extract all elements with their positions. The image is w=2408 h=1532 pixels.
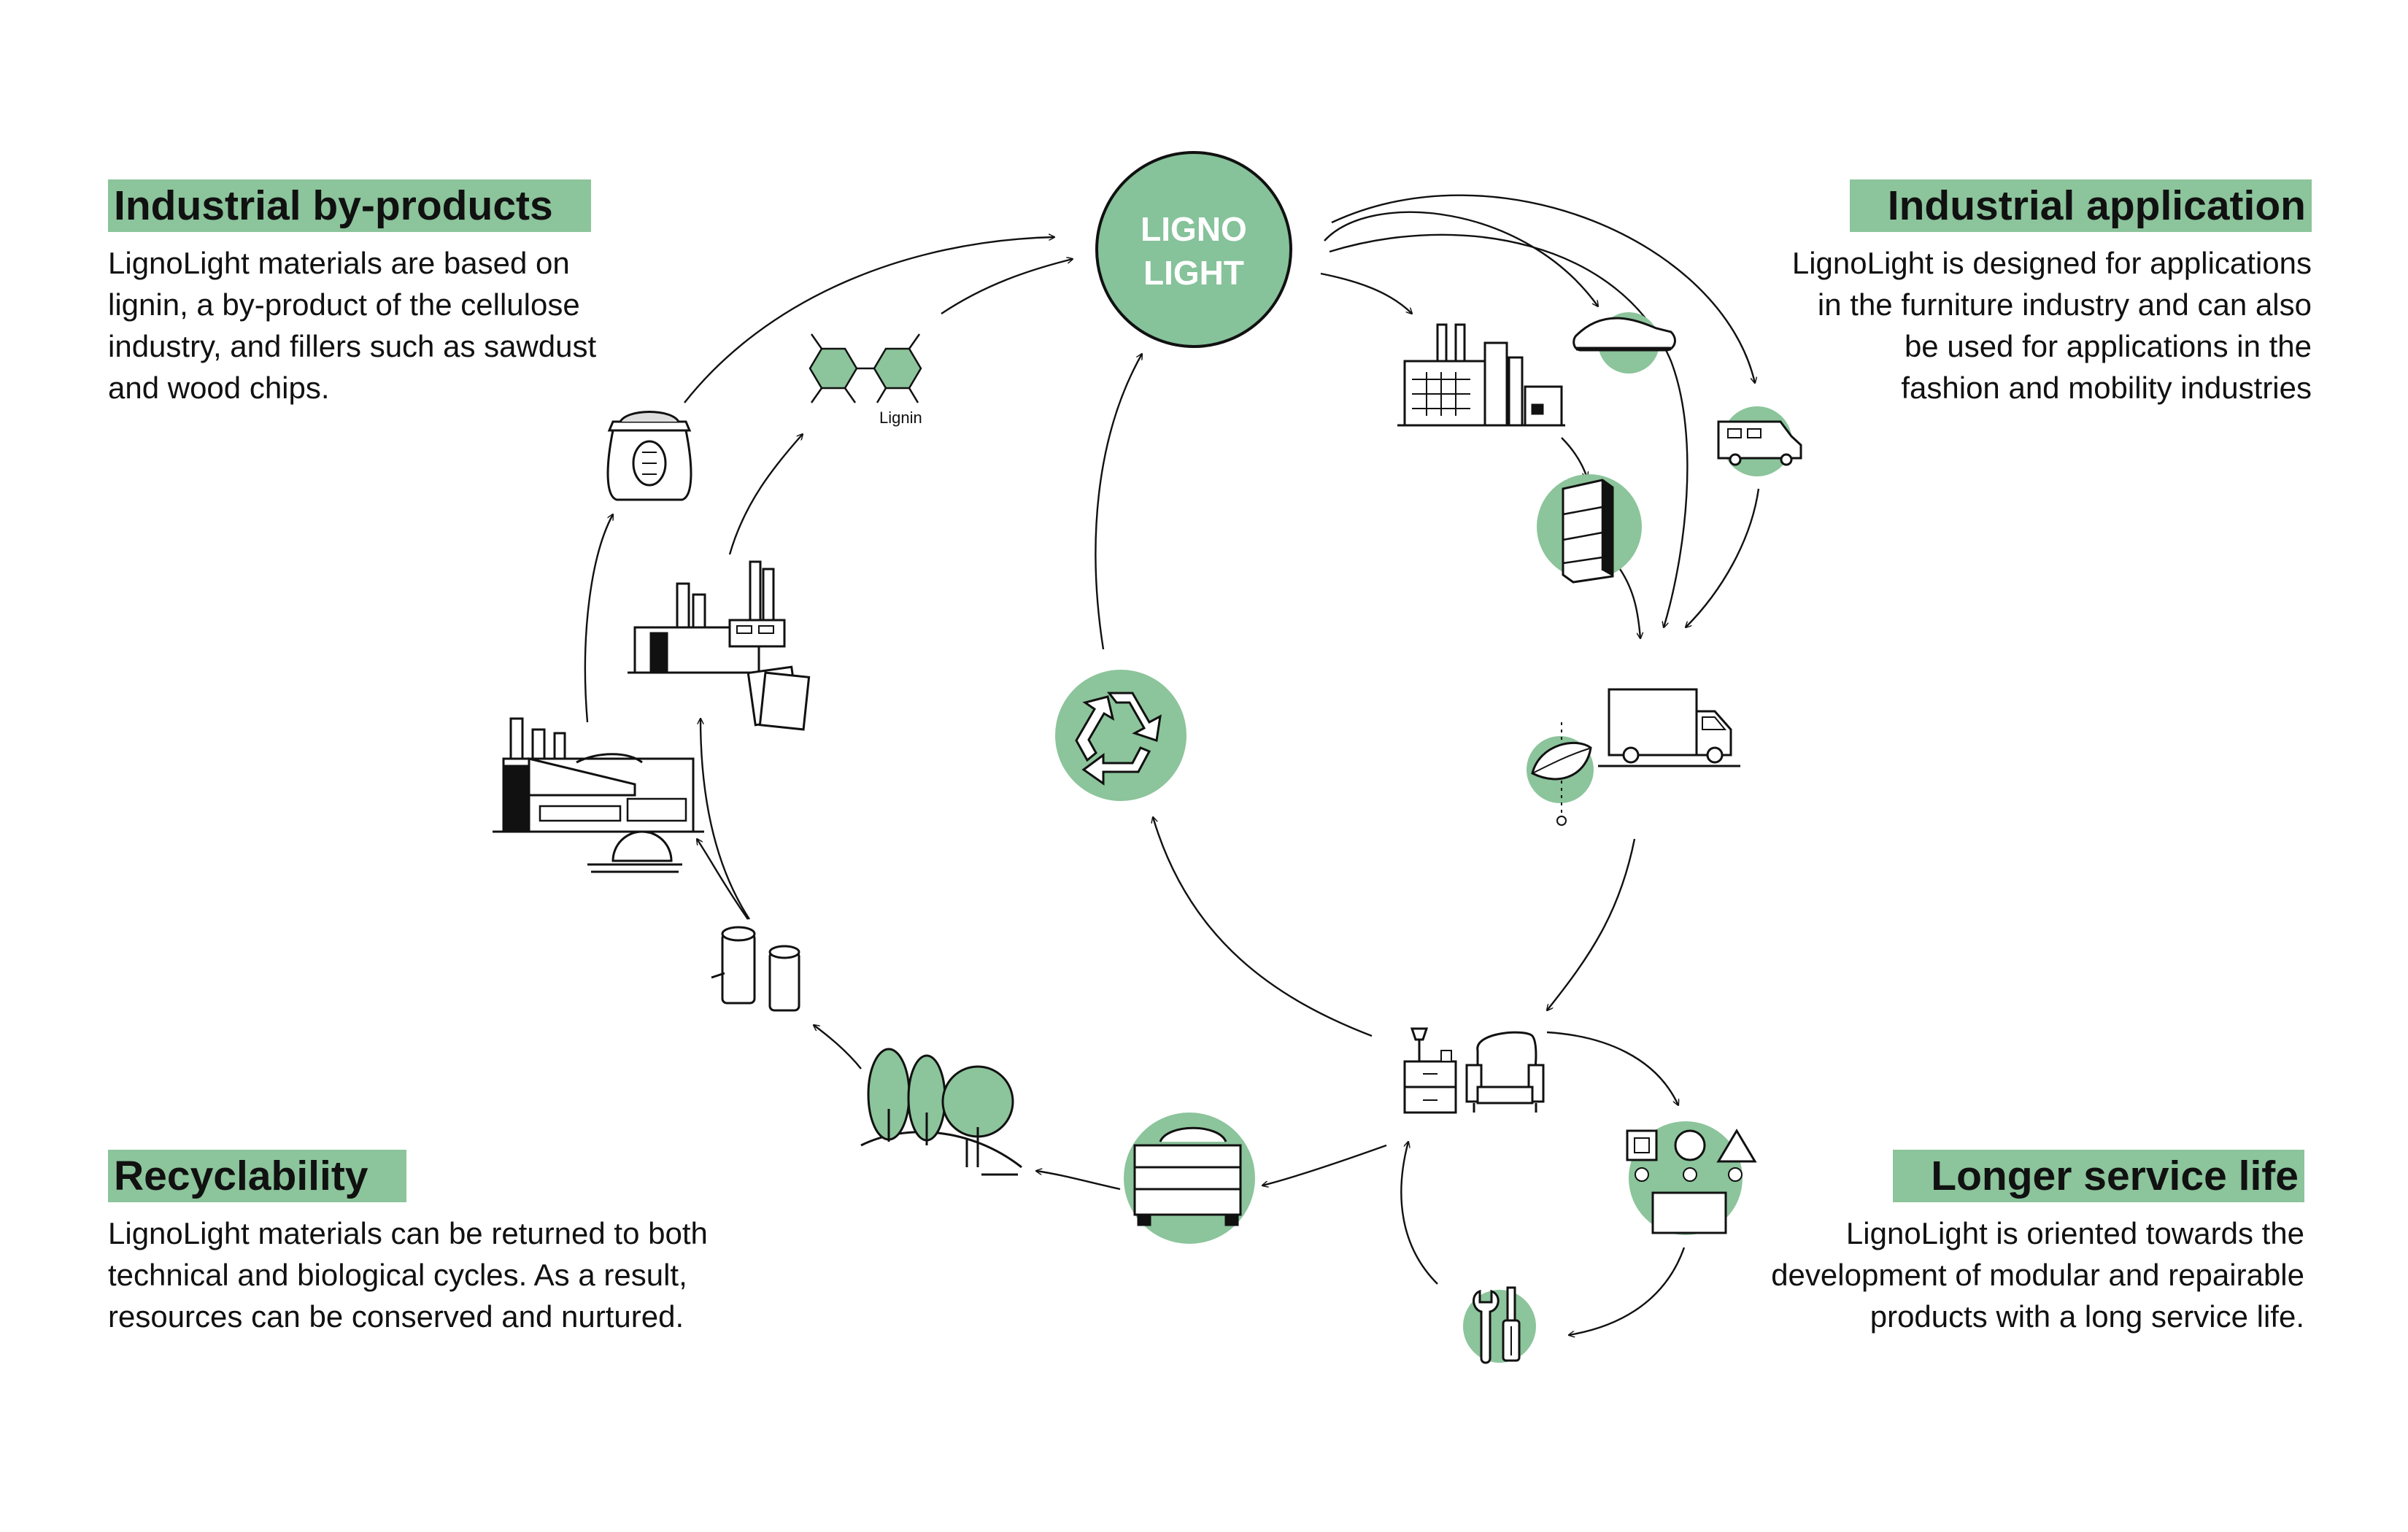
arrow (1153, 817, 1373, 1037)
arrow (1320, 272, 1412, 314)
arrow (728, 434, 803, 555)
text-line: lignin, a by-product of the cellulose (108, 287, 580, 322)
sawdust-sack-icon (606, 411, 692, 501)
repair-tools-icon (1463, 1286, 1536, 1364)
application-title: Industrial application (1849, 179, 2312, 232)
section-recyclability: Recyclability LignoLight materials can b… (108, 1150, 708, 1337)
text-line: LignoLight is oriented towards the (1845, 1216, 2304, 1250)
text-line: resources can be conserved and nurtured. (108, 1299, 684, 1334)
service-life-title: Longer service life (1893, 1150, 2304, 1202)
modular-parts-icon (1626, 1121, 1757, 1235)
arrow (684, 237, 1054, 403)
text-line: products with a long service life. (1869, 1299, 2304, 1334)
hub-line-2: LIGHT (1143, 254, 1244, 292)
arrow (1262, 1144, 1387, 1185)
arrow (1095, 354, 1142, 650)
factory-icon (1397, 323, 1565, 427)
lignin-molecule-icon: Lignin (809, 333, 922, 427)
feather-weight-icon (1527, 722, 1594, 826)
furniture-icon (1403, 1027, 1545, 1114)
arrow (1546, 1031, 1678, 1105)
text-line: LignoLight is designed for applications (1791, 246, 2312, 280)
arrow (1686, 488, 1760, 627)
text-line: fashion and mobility industries (1901, 371, 2312, 405)
paper-mill-icon (628, 560, 811, 731)
section-byproducts: Industrial by-products LignoLight materi… (108, 179, 596, 409)
trees-icon (860, 1048, 1022, 1176)
text-line: technical and biological cycles. As a re… (108, 1258, 687, 1292)
text-line: and wood chips. (108, 371, 330, 405)
connector-arrows (584, 194, 1760, 1335)
arrow (697, 839, 749, 920)
text-line: industry, and fillers such as sawdust (108, 329, 597, 363)
byproducts-text: LignoLight materials are based on lignin… (108, 242, 596, 409)
arrow (584, 514, 613, 723)
camper-van-icon (1717, 406, 1802, 476)
byproducts-title: Industrial by-products (108, 179, 591, 232)
arrow (1619, 568, 1640, 638)
text-line: development of modular and repairable (1771, 1258, 2304, 1292)
arrow (1331, 194, 1755, 383)
arrow (1569, 1247, 1686, 1335)
text-line: be used for applications in the (1904, 329, 2312, 363)
compost-bin-icon (1124, 1113, 1255, 1244)
hub-line-1: LIGNO (1141, 210, 1247, 248)
delivery-truck-icon (1598, 688, 1740, 767)
recycle-icon (1055, 670, 1186, 801)
service-life-text: LignoLight is oriented towards the devel… (1771, 1212, 2304, 1337)
arrow (701, 719, 751, 920)
section-application: Industrial application LignoLight is des… (1792, 179, 2312, 409)
text-line: LignoLight materials are based on (108, 246, 570, 280)
recyclability-title: Recyclability (108, 1150, 406, 1202)
section-service-life: Longer service life LignoLight is orient… (1771, 1150, 2304, 1337)
recyclability-text: LignoLight materials can be returned to … (108, 1212, 708, 1337)
arrow (1324, 211, 1598, 306)
arrow (1547, 838, 1636, 1010)
application-text: LignoLight is designed for applications … (1792, 242, 2312, 409)
arrow (941, 259, 1073, 314)
arrow (1561, 437, 1587, 478)
shoe-icon (1572, 312, 1676, 374)
arrow (1400, 1142, 1438, 1285)
arrow (1036, 1171, 1121, 1191)
logs-icon (711, 926, 800, 1012)
sawmill-icon (493, 717, 704, 873)
arrow (814, 1025, 862, 1069)
lignolight-hub: LIGNO LIGHT (1095, 151, 1292, 348)
text-line: LignoLight materials can be returned to … (108, 1216, 708, 1250)
lignin-label: Lignin (879, 409, 922, 427)
text-line: in the furniture industry and can also (1817, 287, 2312, 322)
shelf-icon (1537, 474, 1642, 584)
